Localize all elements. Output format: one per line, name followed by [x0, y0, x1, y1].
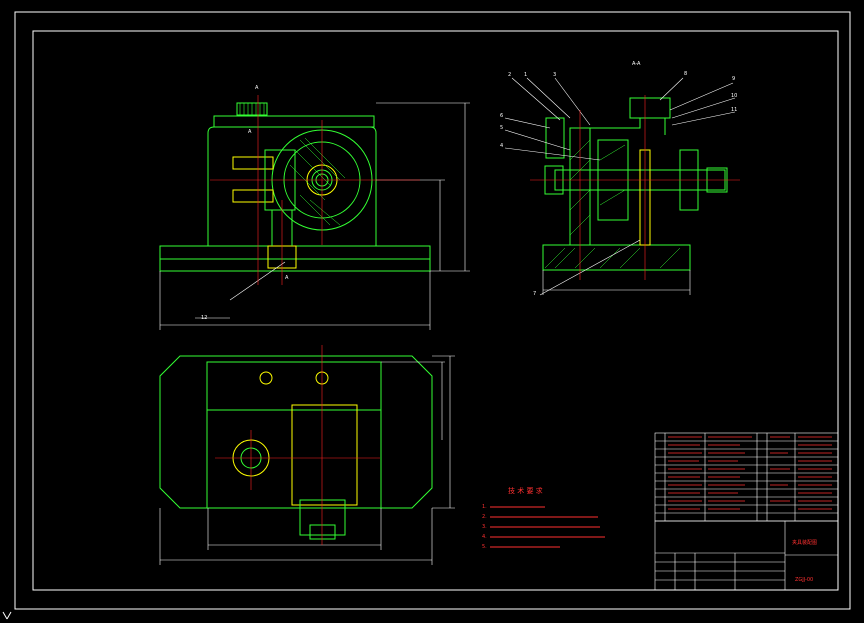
section-centerlines	[530, 95, 740, 280]
front-view-dimensions	[159, 102, 470, 330]
callout-7: 7	[533, 291, 537, 297]
callout-5: 5	[500, 125, 504, 131]
tech-req-item-5: 5.	[482, 544, 487, 550]
section-leaders	[504, 77, 736, 296]
top-view-centerlines	[215, 345, 380, 545]
section-title: A-A	[632, 61, 641, 67]
tech-req-item-3: 3.	[482, 524, 487, 530]
sheet-border-outer	[14, 11, 851, 610]
sheet-border-inner	[32, 30, 839, 591]
callout-3: 3	[553, 72, 557, 78]
title-block-drawing-no: ZGJJ-00	[795, 577, 814, 583]
tech-req-item-1: 1.	[482, 504, 487, 510]
callout-4: 4	[500, 143, 504, 149]
callout-10: 10	[731, 93, 738, 99]
title-block	[654, 520, 839, 591]
ucs-cursor-icon	[2, 611, 12, 620]
section-marker-top: A	[255, 85, 259, 91]
callout-8: 8	[684, 71, 688, 77]
callout-9: 9	[732, 76, 736, 82]
section-marker-mid: A	[248, 129, 252, 135]
callout-2: 2	[508, 72, 512, 78]
section-marker-bottom: A	[285, 275, 289, 281]
parts-list-entries	[668, 436, 832, 510]
tech-requirements-title: 技 术 要 求	[508, 487, 543, 495]
title-block-name: 夹具装配图	[792, 540, 818, 546]
callout-1: 1	[524, 72, 528, 78]
top-view-dimensions	[159, 355, 455, 565]
front-view-centerlines	[210, 95, 420, 285]
callout-12: 12	[201, 315, 208, 321]
parts-list	[654, 432, 839, 522]
tech-req-item-4: 4.	[482, 534, 487, 540]
callout-6: 6	[500, 113, 504, 119]
top-view	[159, 355, 433, 540]
callout-11: 11	[731, 107, 738, 113]
tech-req-item-2: 2.	[482, 514, 487, 520]
